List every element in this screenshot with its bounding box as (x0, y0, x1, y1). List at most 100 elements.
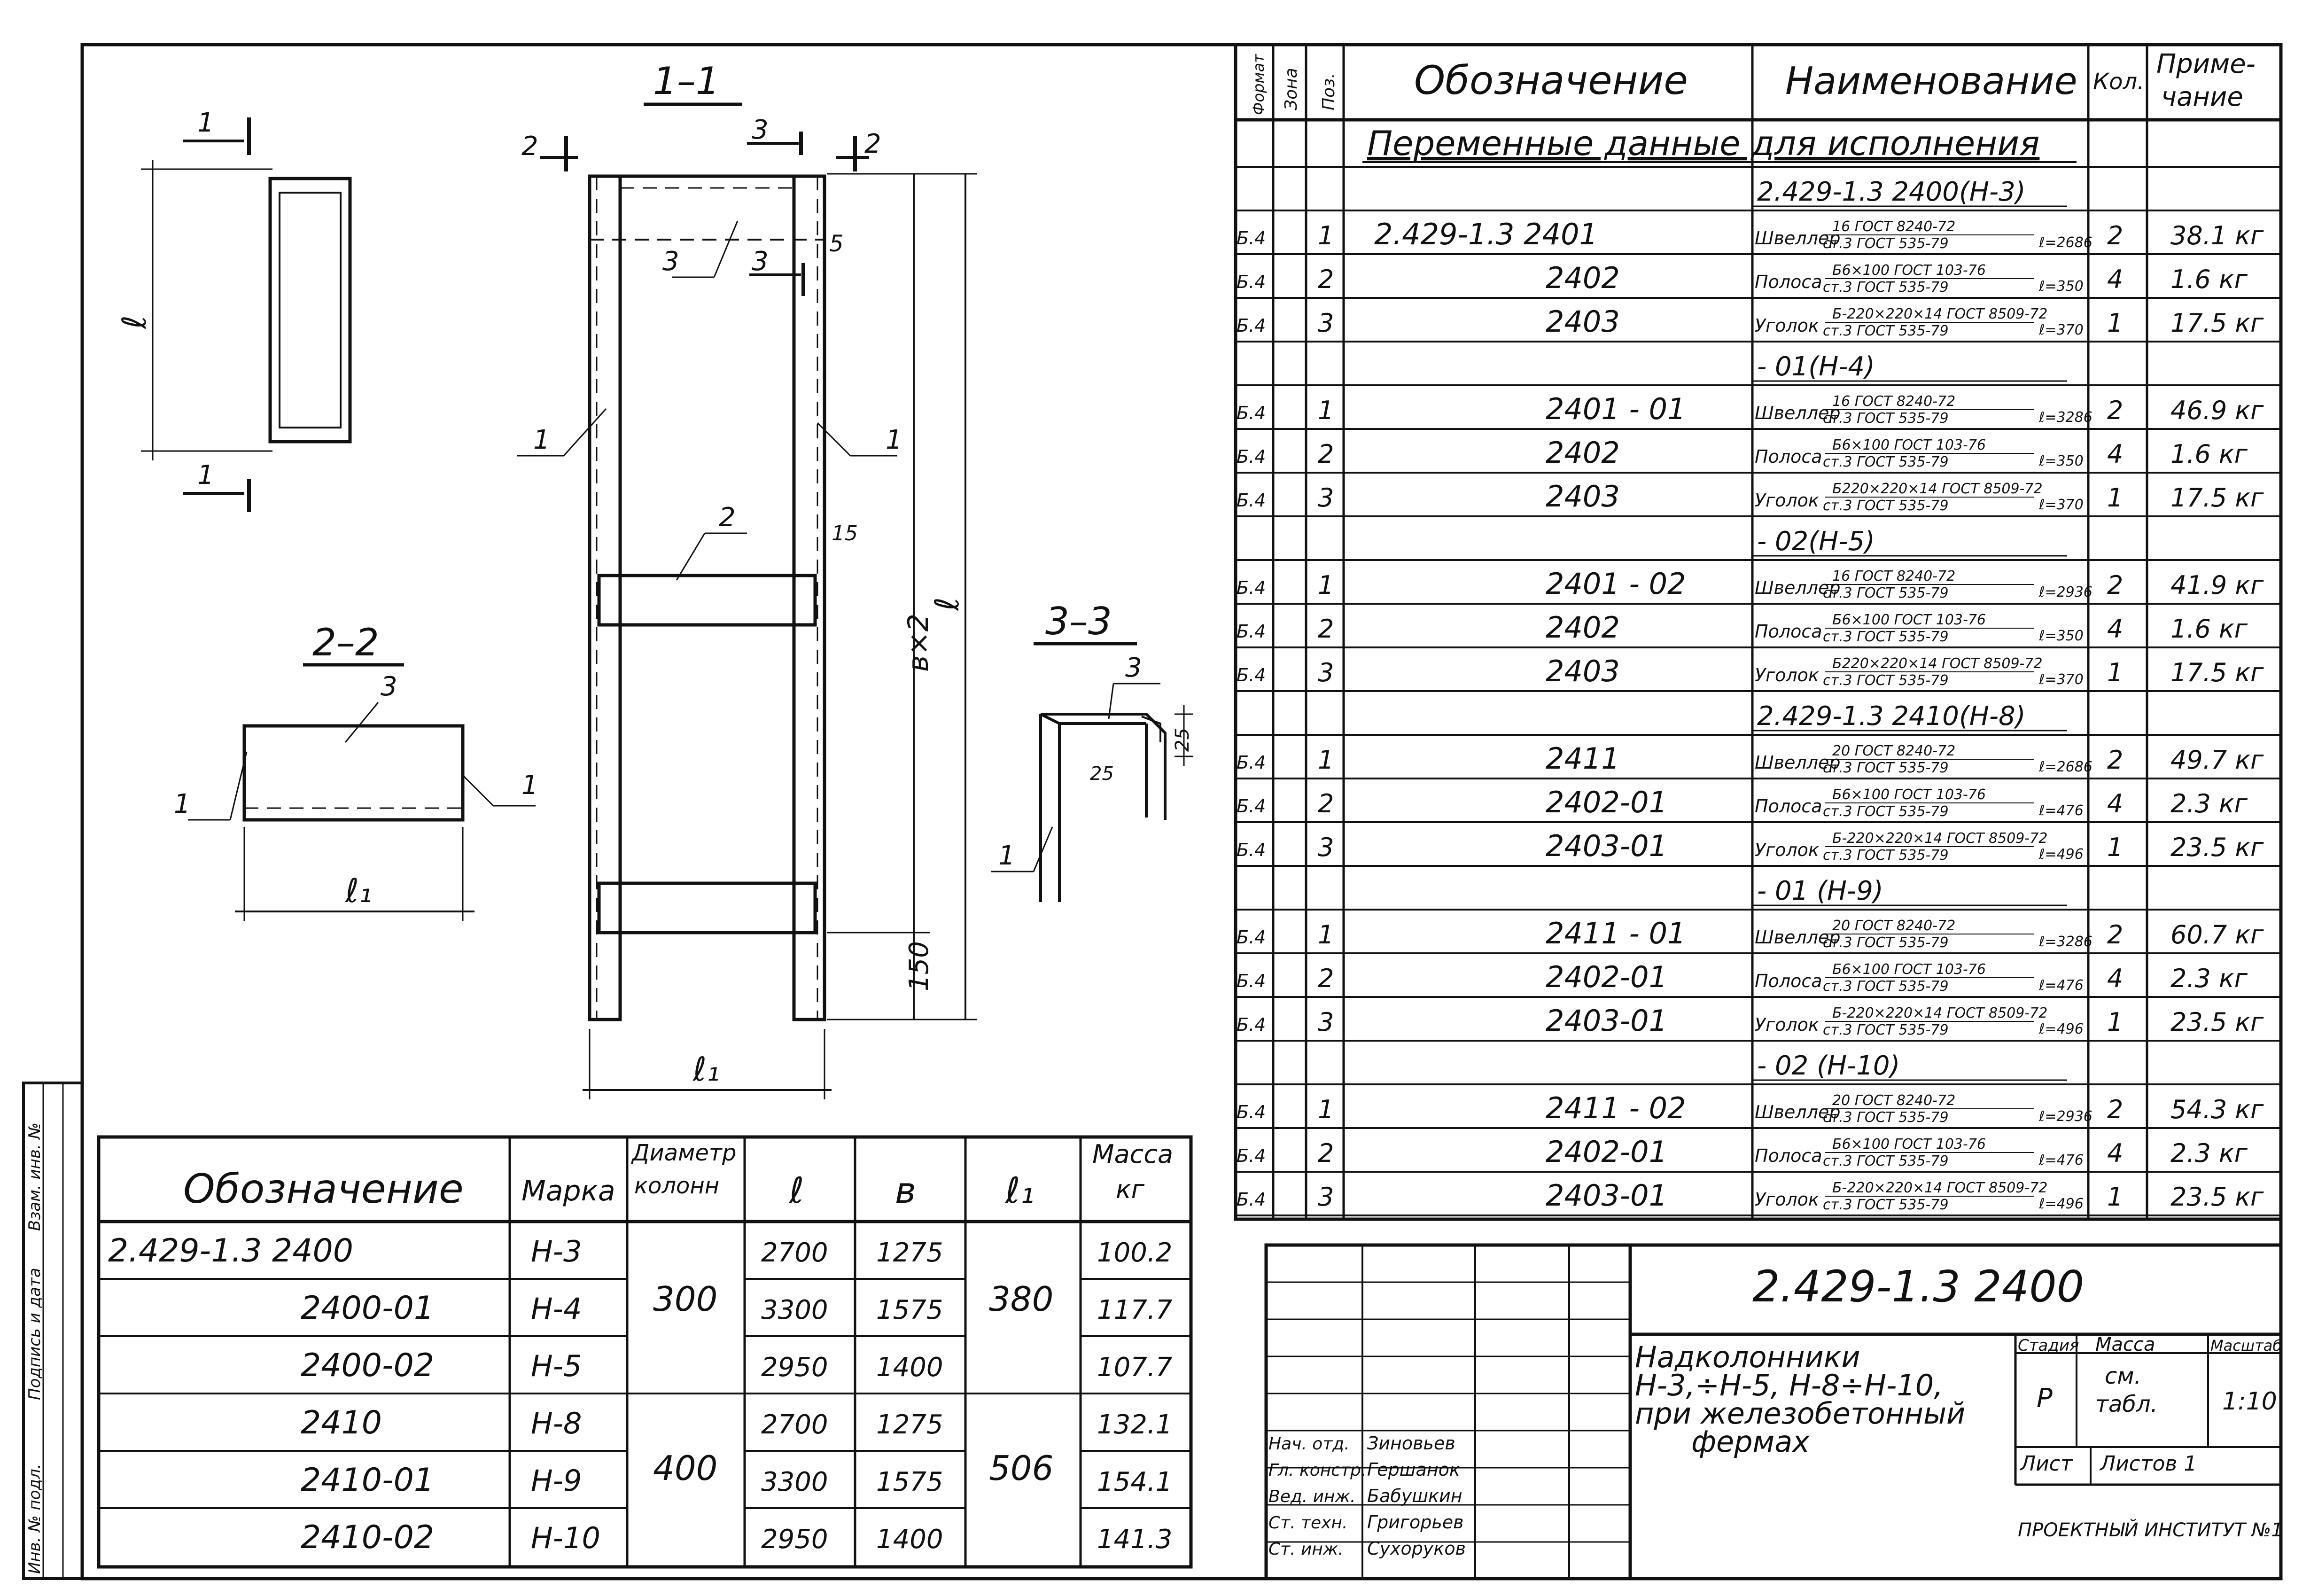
spec-row-format: Б.4 (1237, 403, 1266, 423)
spec-group-label: - 02(Н-5) (1757, 526, 1875, 557)
spec-row-name-top: Б220×220×14 ГОСТ 8509-72 (1832, 481, 2043, 497)
sec22-pos-1-left: 1 (174, 789, 191, 819)
variants-table: Обозначение Марка Диаметр колонн ℓ в ℓ₁ … (97, 1135, 1193, 1569)
sec22-pos-3: 3 (381, 671, 397, 702)
var-h-mass-1: Масса (1092, 1139, 1173, 1169)
spec-row-name-top: Б-220×220×14 ГОСТ 8509-72 (1832, 1180, 2047, 1196)
spec-row-name-bot: ст.3 ГОСТ 535-79 (1823, 323, 1949, 339)
side-stamp-box (22, 1082, 84, 1580)
var-h-l1: ℓ₁ (1004, 1169, 1035, 1211)
var-h-diam-1: Диаметр (631, 1140, 736, 1166)
var-diam-400: 400 (653, 1448, 717, 1488)
spec-row-mass: 23.5 кг (2170, 1182, 2264, 1212)
tb-person-name: Григорьев (1367, 1512, 1464, 1533)
sec22-pos-1-right: 1 (521, 770, 538, 801)
tb-person-name: Гершанок (1367, 1459, 1460, 1480)
sec33-dim-25a: 25 (1090, 763, 1114, 785)
spec-row-name-bot: ст.3 ГОСТ 535-79 (1823, 454, 1949, 470)
cut-mark-3-lower: 3 (752, 246, 769, 277)
dim-l1-bottom: ℓ₁ (692, 1050, 720, 1089)
spec-row-mass: 17.5 кг (2170, 658, 2264, 687)
var-row-mass: 117.7 (1097, 1295, 1173, 1325)
spec-row-name-bot: ст.3 ГОСТ 535-79 (1823, 978, 1949, 995)
spec-row-mass: 2.3 кг (2170, 964, 2248, 993)
spec-row-name-l: ℓ=370 (2038, 671, 2084, 688)
spec-row-name: Полоса (1755, 971, 1822, 991)
var-row-designation: 2.429-1.3 2400 (108, 1232, 353, 1269)
spec-row-format: Б.4 (1237, 840, 1266, 860)
spec-row-format: Б.4 (1237, 1189, 1266, 1210)
spec-row-qty: 2 (2107, 1095, 2123, 1124)
spec-row-name-l: ℓ=2686 (2038, 759, 2092, 775)
strip-lower (597, 881, 817, 934)
sec33-dim-25b: 25 (1172, 728, 1193, 752)
spec-row-designation: 2402 (1546, 436, 1620, 470)
var-row-designation: 2410 (301, 1404, 382, 1441)
var-row-l: 2700 (761, 1238, 828, 1268)
spec-row-name-bot: ст.3 ГОСТ 535-79 (1823, 934, 1949, 951)
title-line-2: Н-3,÷Н-5, Н-8÷Н-10, (1635, 1368, 1943, 1402)
spec-row-name-l: ℓ=496 (2038, 1196, 2084, 1212)
var-row-mark: Н-3 (531, 1234, 582, 1269)
var-row-mark: Н-4 (531, 1292, 582, 1326)
spec-row-designation: 2401 - 01 (1546, 392, 1686, 426)
spec-row-designation: 2411 (1546, 741, 1620, 776)
tb-person-role: Ст. техн. (1268, 1513, 1347, 1533)
dim-15: 15 (832, 522, 858, 545)
spec-row-qty: 4 (2107, 964, 2123, 993)
spec-row-designation: 2402 (1546, 610, 1620, 645)
callout-pos-1-right: 1 (886, 425, 902, 455)
spec-row-name-top: Б6×100 ГОСТ 103-76 (1832, 1136, 1986, 1152)
var-row-l: 3300 (761, 1467, 828, 1497)
var-row-l: 2700 (761, 1409, 828, 1440)
cut-mark-2-left: 2 (521, 131, 538, 162)
var-row-mark: Н-8 (531, 1406, 582, 1440)
var-row-b: 1400 (876, 1524, 943, 1555)
var-row-mass: 107.7 (1097, 1352, 1173, 1383)
spec-row-qty: 4 (2107, 439, 2123, 469)
spec-row-name: Полоса (1755, 796, 1822, 817)
spec-row-name-bot: ст.3 ГОСТ 535-79 (1823, 629, 1949, 645)
spec-h-note-1: Приме- (2156, 49, 2256, 79)
side-dim-l: ℓ (115, 315, 154, 329)
callout-pos-2: 2 (719, 502, 736, 533)
spec-row-name: Уголок (1755, 315, 1819, 336)
spec-row-name: Уголок (1755, 840, 1819, 860)
spec-row-mass: 17.5 кг (2170, 308, 2264, 338)
spec-row-name: Полоса (1755, 621, 1822, 642)
var-row-designation: 2400-01 (301, 1290, 434, 1327)
spec-row-pos: 3 (1318, 483, 1334, 513)
spec-row-name: Уголок (1755, 1189, 1819, 1210)
spec-row-name-top: 16 ГОСТ 8240-72 (1832, 393, 1955, 410)
title-scale-h: Масштаб (2210, 1337, 2282, 1355)
section-1-1-title: 1–1 (653, 59, 720, 103)
section-1-1: 1–1 в×2 ℓ 150 ℓ₁ 2 2 3 (517, 59, 977, 1099)
spec-row-name: Уголок (1755, 490, 1819, 511)
spec-row-name: Швеллер (1755, 228, 1841, 249)
spec-row-pos: 1 (1318, 920, 1334, 950)
spec-row-designation: 2402-01 (1546, 960, 1667, 994)
spec-row-pos: 2 (1318, 1138, 1334, 1168)
spec-row-designation: 2402 (1546, 261, 1620, 295)
spec-row-mass: 23.5 кг (2170, 1007, 2264, 1037)
tb-person-role: Вед. инж. (1268, 1487, 1355, 1506)
spec-row-mass: 2.3 кг (2170, 789, 2248, 818)
spec-row-designation: 2.429-1.3 2401 (1374, 217, 1598, 251)
spec-row-designation: 2403-01 (1546, 1004, 1667, 1038)
spec-row-designation: 2411 - 01 (1546, 916, 1686, 950)
tb-person-role: Ст. инж. (1268, 1540, 1344, 1559)
var-row-b: 1400 (876, 1352, 943, 1383)
spec-row-pos: 2 (1318, 265, 1334, 294)
callout-pos-1-left: 1 (533, 425, 550, 455)
spec-h-designation: Обозначение (1414, 57, 1688, 103)
var-l1-380: 380 (989, 1279, 1053, 1319)
spec-row-pos: 2 (1318, 614, 1334, 644)
var-h-mass-2: кг (1116, 1175, 1145, 1204)
var-h-mark: Марка (521, 1175, 615, 1207)
var-row-l: 2950 (761, 1352, 828, 1383)
side-stamp-c2: Подпись и дата (25, 1268, 44, 1400)
spec-row-pos: 3 (1318, 833, 1334, 862)
spec-row-pos: 1 (1318, 745, 1334, 775)
spec-row-format: Б.4 (1237, 1102, 1266, 1122)
